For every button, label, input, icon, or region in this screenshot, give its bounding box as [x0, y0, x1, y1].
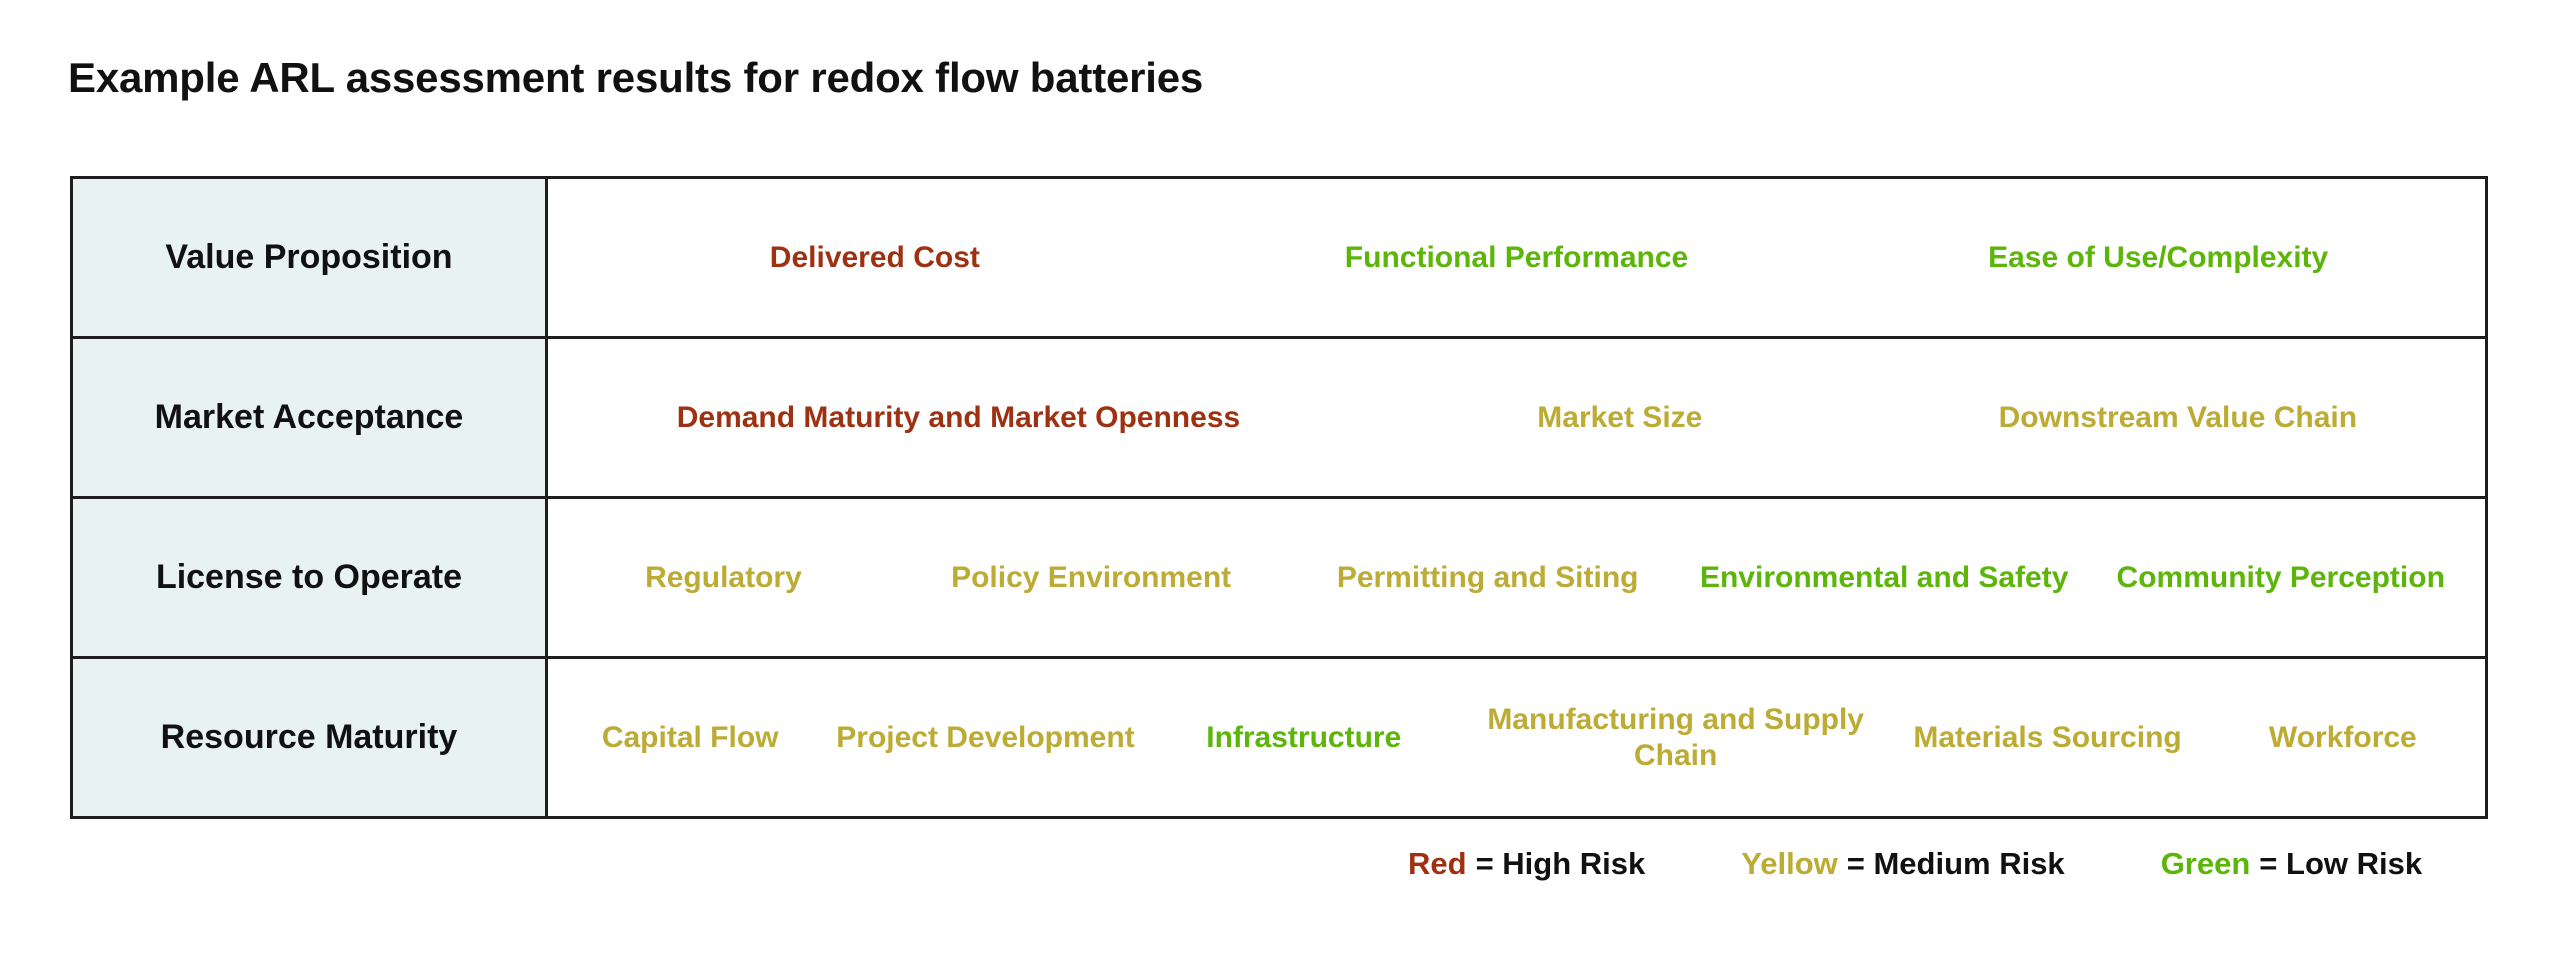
legend-key: Red: [1408, 846, 1467, 881]
criteria-item: Functional Performance: [1344, 240, 1689, 274]
criteria-item: Regulatory: [645, 560, 802, 594]
table-row: Value Proposition Delivered Cost Functiona…: [70, 176, 2488, 339]
criteria-item: Materials Sourcing: [1913, 720, 2182, 754]
criteria-item: Permitting and Siting: [1336, 560, 1639, 594]
legend-key: Green: [2160, 846, 2251, 881]
criteria-item: Delivered Cost: [769, 240, 980, 274]
row-items-cell: Regulatory Policy Environment Permitting a…: [545, 496, 2488, 659]
criteria-item: Community Perception: [2116, 560, 2445, 594]
criteria-item: Downstream Value Chain: [1998, 400, 2358, 434]
criteria-item: Market Size: [1537, 400, 1703, 434]
arl-assessment-table: Value Proposition Delivered Cost Functiona…: [70, 176, 2488, 819]
row-items-cell: Delivered Cost Functional Performance Ease…: [545, 176, 2488, 339]
criteria-item: Demand Maturity and Market Openness: [676, 400, 1241, 434]
criteria-item: Workforce: [2268, 720, 2417, 754]
row-header-cell: Resource Maturity: [70, 656, 548, 819]
legend-entry: Yellow= Medium Risk: [1741, 846, 2064, 882]
legend-entry: Green= Low Risk: [2161, 846, 2422, 882]
row-header-cell: License to Operate: [70, 496, 548, 659]
criteria-list: Demand Maturity and Market Openness Marke…: [554, 400, 2479, 435]
page-title: Example ARL assessment results for redox…: [68, 54, 1204, 101]
row-header-cell: Value Proposition: [70, 176, 548, 339]
criteria-item: Project Development: [836, 720, 1135, 754]
criteria-item: Infrastructure: [1206, 720, 1402, 754]
criteria-item: Manufacturing and Supply Chain: [1487, 703, 1864, 772]
table-row: License to Operate Regulatory Policy Envir…: [70, 496, 2488, 659]
criteria-item: Capital Flow: [601, 720, 779, 754]
criteria-list: Delivered Cost Functional Performance Ease…: [554, 240, 2479, 275]
criteria-item: Policy Environment: [951, 560, 1232, 594]
row-items-cell: Demand Maturity and Market Openness Marke…: [545, 336, 2488, 499]
criteria-list: Capital Flow Project Development Infrastru…: [554, 702, 2479, 773]
table-body: Value Proposition Delivered Cost Functiona…: [70, 176, 2488, 819]
row-header-cell: Market Acceptance: [70, 336, 548, 499]
criteria-item: Ease of Use/Complexity: [1988, 240, 2329, 274]
legend-entry: Red= High Risk: [1408, 846, 1645, 882]
legend-definition: = Low Risk: [2259, 846, 2423, 881]
legend-key: Yellow: [1741, 846, 1838, 881]
table-row: Resource Maturity Capital Flow Project Dev…: [70, 656, 2488, 819]
criteria-list: Regulatory Policy Environment Permitting a…: [554, 560, 2479, 595]
legend-definition: = High Risk: [1475, 846, 1646, 881]
criteria-item: Environmental and Safety: [1699, 560, 2069, 594]
legend-definition: = Medium Risk: [1846, 846, 2065, 881]
row-items-cell: Capital Flow Project Development Infrastru…: [545, 656, 2488, 819]
